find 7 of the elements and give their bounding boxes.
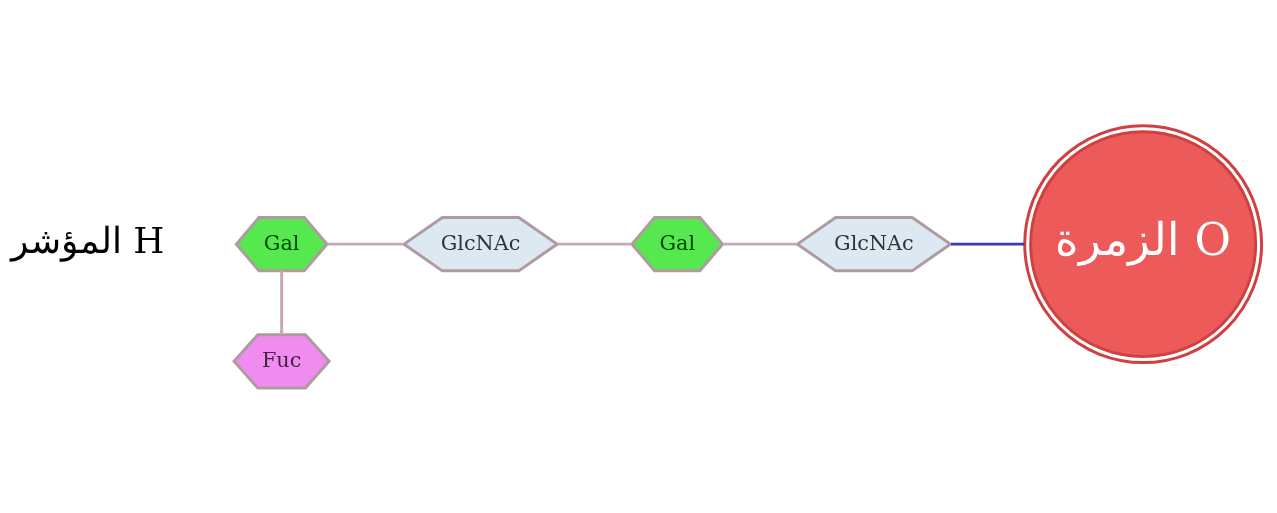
label: المؤشر H	[10, 219, 165, 261]
connector	[951, 242, 1025, 246]
connector	[557, 242, 632, 246]
connector	[722, 242, 798, 246]
connector	[327, 242, 404, 246]
connector	[280, 270, 284, 334]
node-circle: الزمرة O	[1023, 123, 1264, 364]
